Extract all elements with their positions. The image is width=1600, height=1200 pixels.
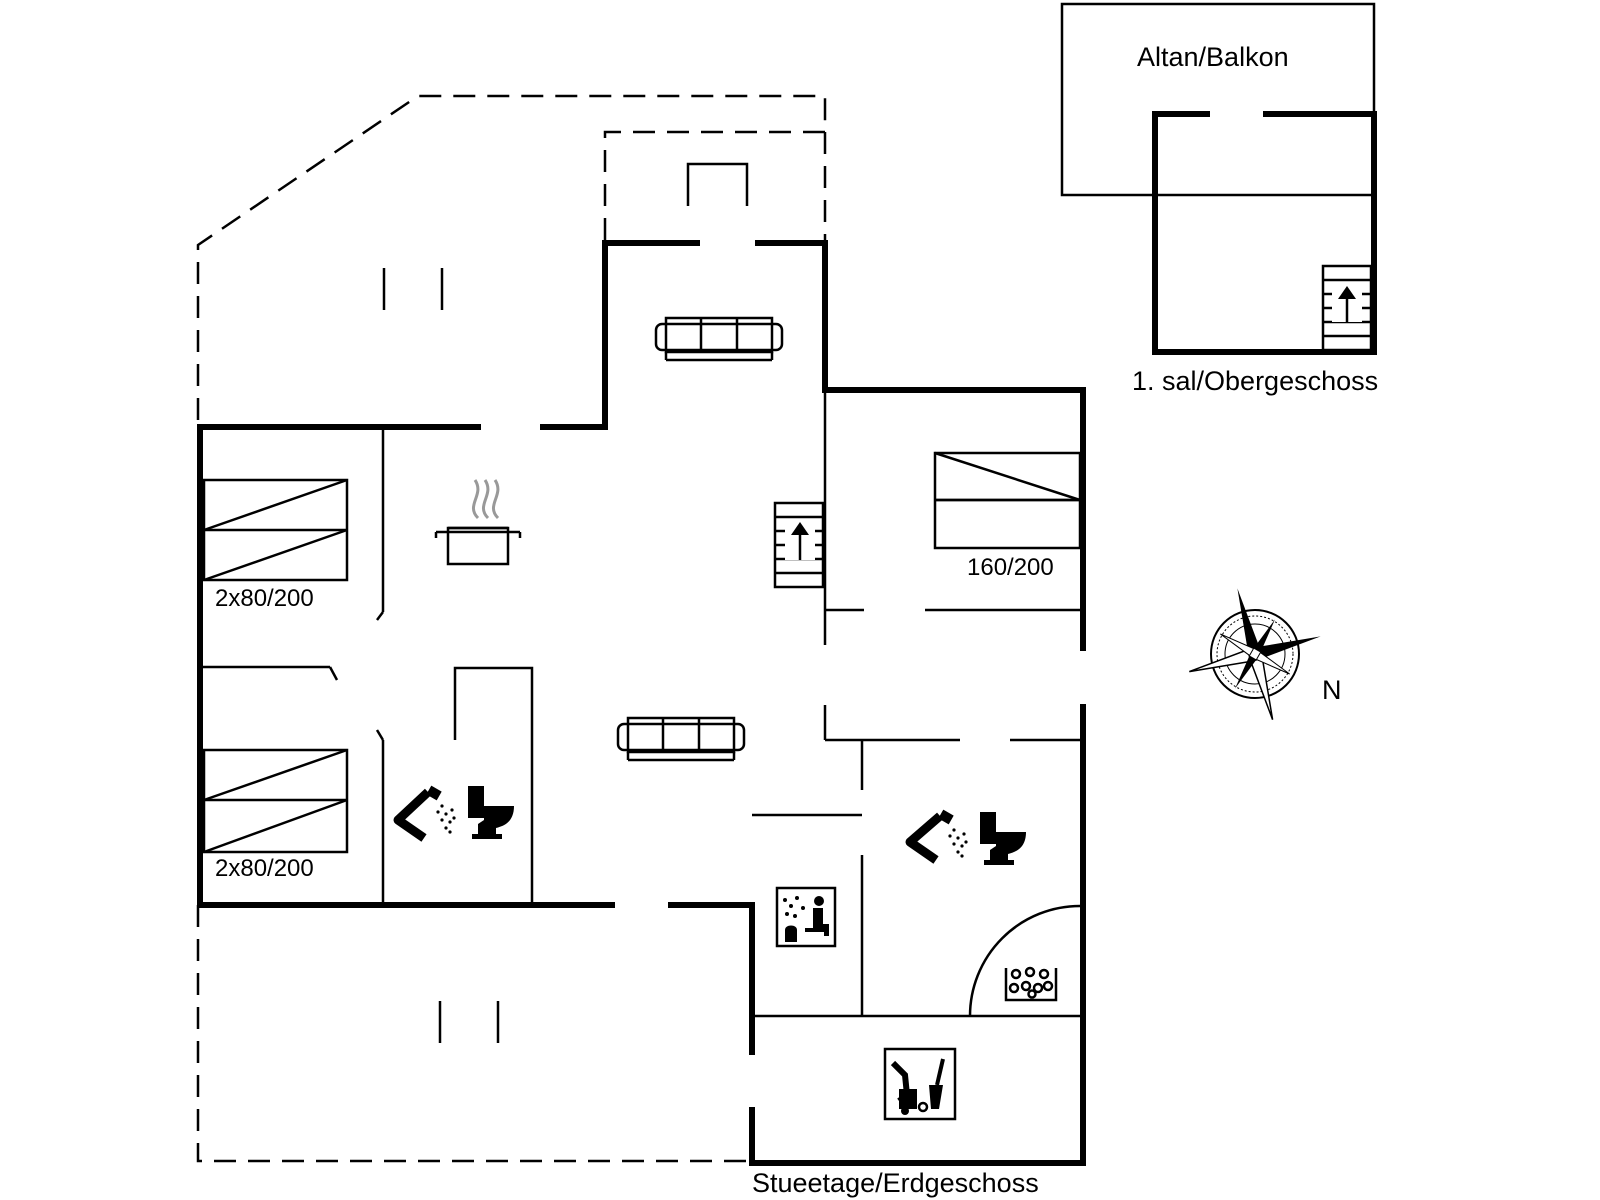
toilet-icon: [468, 786, 514, 839]
upper-floor-label: 1. sal/Obergeschoss: [1132, 366, 1378, 396]
ground-floor-walls: [197, 240, 1086, 1166]
toilet-icon: [980, 812, 1026, 865]
sofa-icon: [654, 316, 784, 362]
terrace-markers: [382, 268, 500, 1043]
compass-north-label: N: [1322, 675, 1342, 705]
balcony-label: Altan/Balkon: [1137, 42, 1289, 72]
ground-floor-label: Stueetage/Erdgeschoss: [752, 1168, 1039, 1198]
staircase-icon: [773, 501, 825, 589]
interior-walls: [203, 392, 1081, 1018]
staircase-icon: [1321, 264, 1373, 352]
terrace-outlines: [196, 94, 827, 1163]
shower-icon: [905, 809, 968, 864]
bed-right-label: 160/200: [967, 554, 1054, 581]
upper-floor: [1060, 2, 1377, 355]
bed-right: [933, 451, 1082, 550]
spa-bath-icon: [1004, 966, 1058, 1002]
bed-bottom-left: [202, 748, 349, 854]
cooking-pot-icon: [434, 479, 522, 566]
sofa-icon: [616, 716, 746, 762]
bed-top-left-label: 2x80/200: [215, 585, 314, 612]
bed-bottom-left-label: 2x80/200: [215, 855, 314, 882]
shower-icon: [393, 785, 456, 842]
bed-top-left: [202, 478, 349, 582]
washing-machine-icon: [883, 1047, 957, 1121]
fireplace: [686, 162, 749, 206]
sauna-icon: [775, 886, 837, 948]
compass-rose-icon: [1189, 588, 1321, 720]
